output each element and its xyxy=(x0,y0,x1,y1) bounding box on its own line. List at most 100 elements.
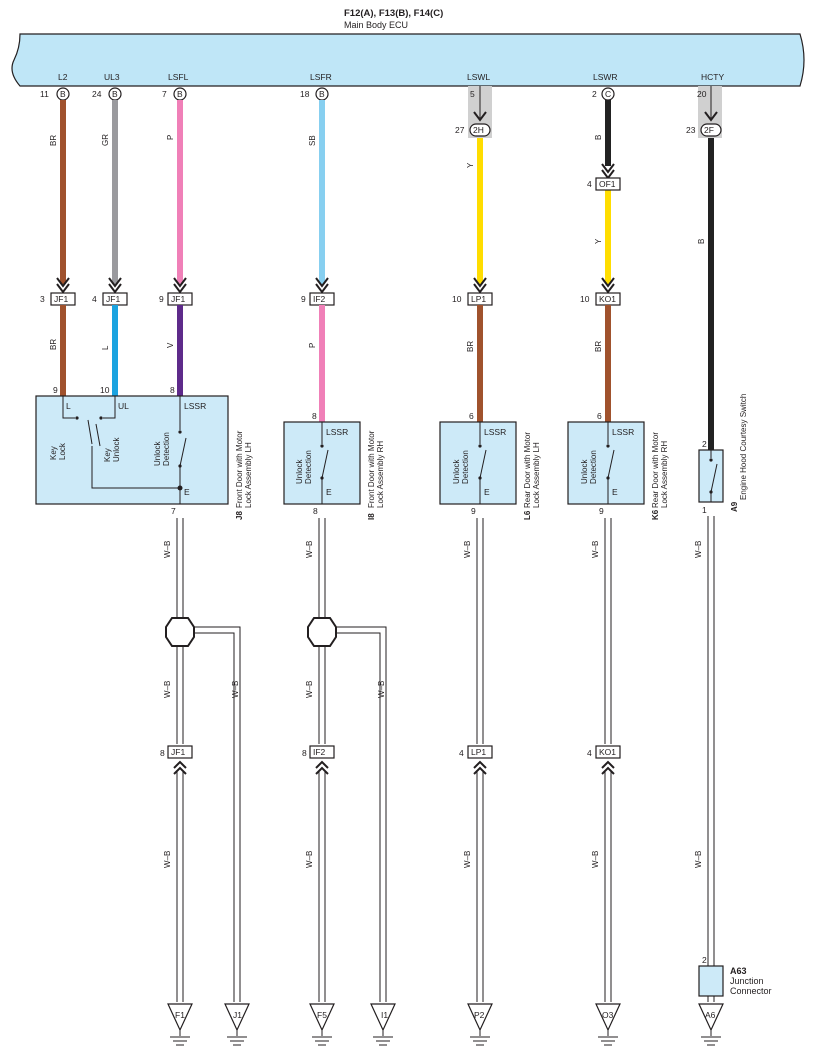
ecu-pin-7: 7 xyxy=(162,89,167,99)
wire-label-br: BR xyxy=(466,341,475,352)
wire-label-wb: W–B xyxy=(694,851,703,868)
j8-label-keyunlock2: Unlock xyxy=(112,437,121,462)
j8-contact xyxy=(75,416,79,420)
ground-label: F5 xyxy=(317,1010,327,1020)
a9-switch-arm xyxy=(710,463,718,493)
a63-box xyxy=(698,965,724,997)
ecu-conn-b: B xyxy=(60,89,66,99)
k6-label-e: E xyxy=(612,487,618,497)
ecu-conn-b: B xyxy=(112,89,118,99)
chevron-down-icon xyxy=(56,277,70,294)
junction-pin: 3 xyxy=(40,294,45,304)
junction-label: LP1 xyxy=(471,747,486,757)
ecu-name: Main Body ECU xyxy=(344,20,408,30)
component-a9: 2 1 A9 Engine Hood Courtesy Switch xyxy=(698,394,748,515)
ecu-pin-18: 18 xyxy=(300,89,310,99)
ecu-term-l2: L2 xyxy=(58,72,68,82)
a63-name1: Junction xyxy=(730,976,764,986)
k6-switch-arm xyxy=(607,449,615,479)
junction-box xyxy=(167,745,193,759)
ecu-conn-b: B xyxy=(177,89,183,99)
junction-row-lower: 8 JF1 8 IF2 4 LP1 4 KO1 xyxy=(160,745,621,775)
j8-pin-ul: 10 xyxy=(100,385,110,395)
k6-pin-top: 6 xyxy=(597,411,602,421)
j8-contact xyxy=(99,416,103,420)
ground-label: A6 xyxy=(705,1010,716,1020)
wire-label-wb: W–B xyxy=(163,681,172,698)
component-k6: 6 LSSR E Unlock Detection 9 K6 Rear Door… xyxy=(567,411,669,520)
wire-label-p: P xyxy=(166,135,175,140)
j8-code: J8 xyxy=(235,511,244,520)
chevron-down-icon xyxy=(601,277,615,294)
ground-icon: A6 xyxy=(698,1003,724,1046)
ecu-term-lsfr: LSFR xyxy=(310,72,332,82)
wire-label-wb: W–B xyxy=(463,541,472,558)
wire-label-wb: W–B xyxy=(305,851,314,868)
component-i8: 8 LSSR E Unlock Detection 8 I8 Front Doo… xyxy=(283,411,385,520)
wire-label-wb: W–B xyxy=(591,541,600,558)
i8-label-unlock: Unlock xyxy=(295,459,304,484)
l6-name2: Lock Assembly LH xyxy=(532,442,541,508)
wire-label-wb: W–B xyxy=(377,681,386,698)
ecu-connectors-title: F12(A), F13(B), F14(C) xyxy=(344,8,443,19)
j8-switch-arm xyxy=(179,437,187,467)
j8-label-detection: Detection xyxy=(162,432,171,466)
wb-wire-j8 xyxy=(176,518,241,1002)
l6-code: L6 xyxy=(523,510,532,520)
junction-pin: 9 xyxy=(301,294,306,304)
junction-pin: 4 xyxy=(92,294,97,304)
j8-label-ul: UL xyxy=(118,401,129,411)
j8-label-l: L xyxy=(66,401,71,411)
l6-pin-top: 6 xyxy=(469,411,474,421)
inline-2f-label: 2F xyxy=(704,125,714,135)
a63-name2: Connector xyxy=(730,986,772,996)
wire-label-wb: W–B xyxy=(163,541,172,558)
wire-label-br: BR xyxy=(594,341,603,352)
junction-label: LP1 xyxy=(471,294,486,304)
junction-box xyxy=(595,745,621,759)
junction-pin: 10 xyxy=(452,294,462,304)
ecu-pin-24: 24 xyxy=(92,89,102,99)
inline-2h-pin: 27 xyxy=(455,125,465,135)
k6-label-unlock: Unlock xyxy=(580,459,589,484)
junction-pin: 9 xyxy=(159,294,164,304)
ecu-term-lsfl: LSFL xyxy=(168,72,189,82)
wb-wire-a9 xyxy=(707,516,715,1002)
a9-name: Engine Hood Courtesy Switch xyxy=(739,394,748,500)
wire-label-br: BR xyxy=(49,135,58,146)
l6-box xyxy=(439,421,517,505)
a63-code: A63 xyxy=(730,966,747,976)
chevron-down-icon xyxy=(315,277,329,294)
junction-label: KO1 xyxy=(599,747,616,757)
ecu-pin-20: 20 xyxy=(697,89,707,99)
j8-pin-lssr: 8 xyxy=(170,385,175,395)
wire-label-y: Y xyxy=(466,162,475,168)
wb-wire-i8 xyxy=(318,518,387,1002)
chevron-down-icon xyxy=(173,277,187,294)
wire-label-p: P xyxy=(308,343,317,348)
wire-label-wb: W–B xyxy=(163,851,172,868)
j8-label-e: E xyxy=(184,487,190,497)
i8-name2: Lock Assembly RH xyxy=(376,441,385,508)
component-a63: 2 A63 Junction Connector xyxy=(698,955,772,997)
junction-box xyxy=(309,745,335,759)
junction-of1-box xyxy=(595,177,621,191)
ecu-term-lswl: LSWL xyxy=(467,72,490,82)
a9-pin-bottom: 1 xyxy=(702,505,707,515)
a9-pin-top: 2 xyxy=(702,439,707,449)
l6-label-unlock: Unlock xyxy=(452,459,461,484)
k6-name1: Rear Door with Motor xyxy=(651,432,660,508)
i8-label-lssr: LSSR xyxy=(326,427,348,437)
junction-box xyxy=(467,745,493,759)
wire-label-y: Y xyxy=(594,238,603,244)
ground-icon: I1 xyxy=(370,1003,396,1046)
wire-label-wb: W–B xyxy=(694,541,703,558)
a63-pin: 2 xyxy=(702,955,707,965)
k6-label-lssr: LSSR xyxy=(612,427,634,437)
wire-label-wb: W–B xyxy=(463,851,472,868)
j8-label-keylock: Key xyxy=(49,446,58,460)
j8-pin-l: 9 xyxy=(53,385,58,395)
k6-label-detection: Detection xyxy=(589,450,598,484)
j8-wire-ul xyxy=(103,396,116,419)
